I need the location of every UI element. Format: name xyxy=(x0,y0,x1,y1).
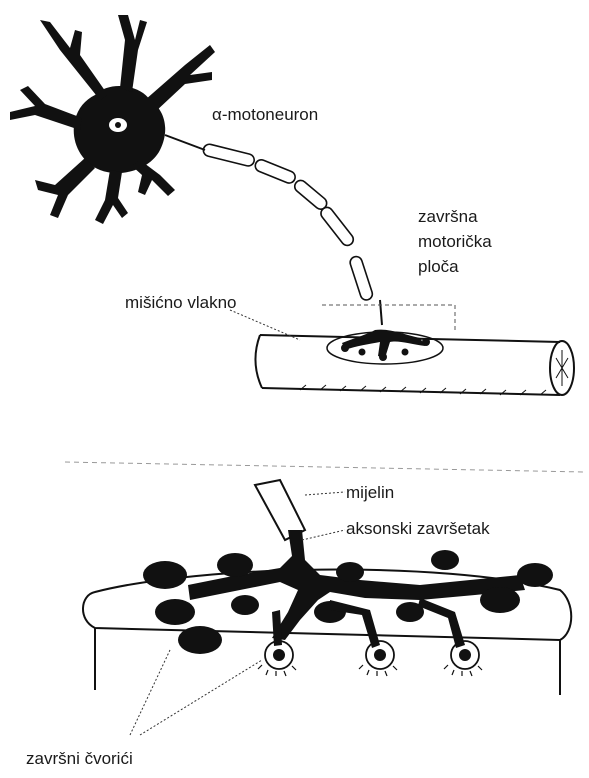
myelin-label: mijelin xyxy=(346,482,394,504)
terminal-buttons-leader-line-2 xyxy=(140,660,262,735)
terminal-buttons-label: završni čvorići xyxy=(26,748,133,770)
muscle-fiber-label: mišićno vlakno xyxy=(125,292,237,314)
endplate-label-line1: završna xyxy=(418,206,478,228)
endplate-label-line3: ploča xyxy=(418,256,459,278)
motoneuron-label: α-motoneuron xyxy=(212,104,318,126)
terminal-buttons xyxy=(258,641,482,676)
muscle-fiber-top xyxy=(255,305,574,395)
terminal-buttons-leader-line xyxy=(130,650,170,735)
magnified-endplate xyxy=(83,480,571,695)
neuron-cell-body xyxy=(10,15,215,224)
magnification-divider xyxy=(65,462,585,472)
axon-terminal-label: aksonski završetak xyxy=(346,518,490,540)
endplate-label-line2: motorička xyxy=(418,231,492,253)
axon-terminal-leader-line xyxy=(302,530,345,540)
myelin-leader-line xyxy=(305,492,345,495)
